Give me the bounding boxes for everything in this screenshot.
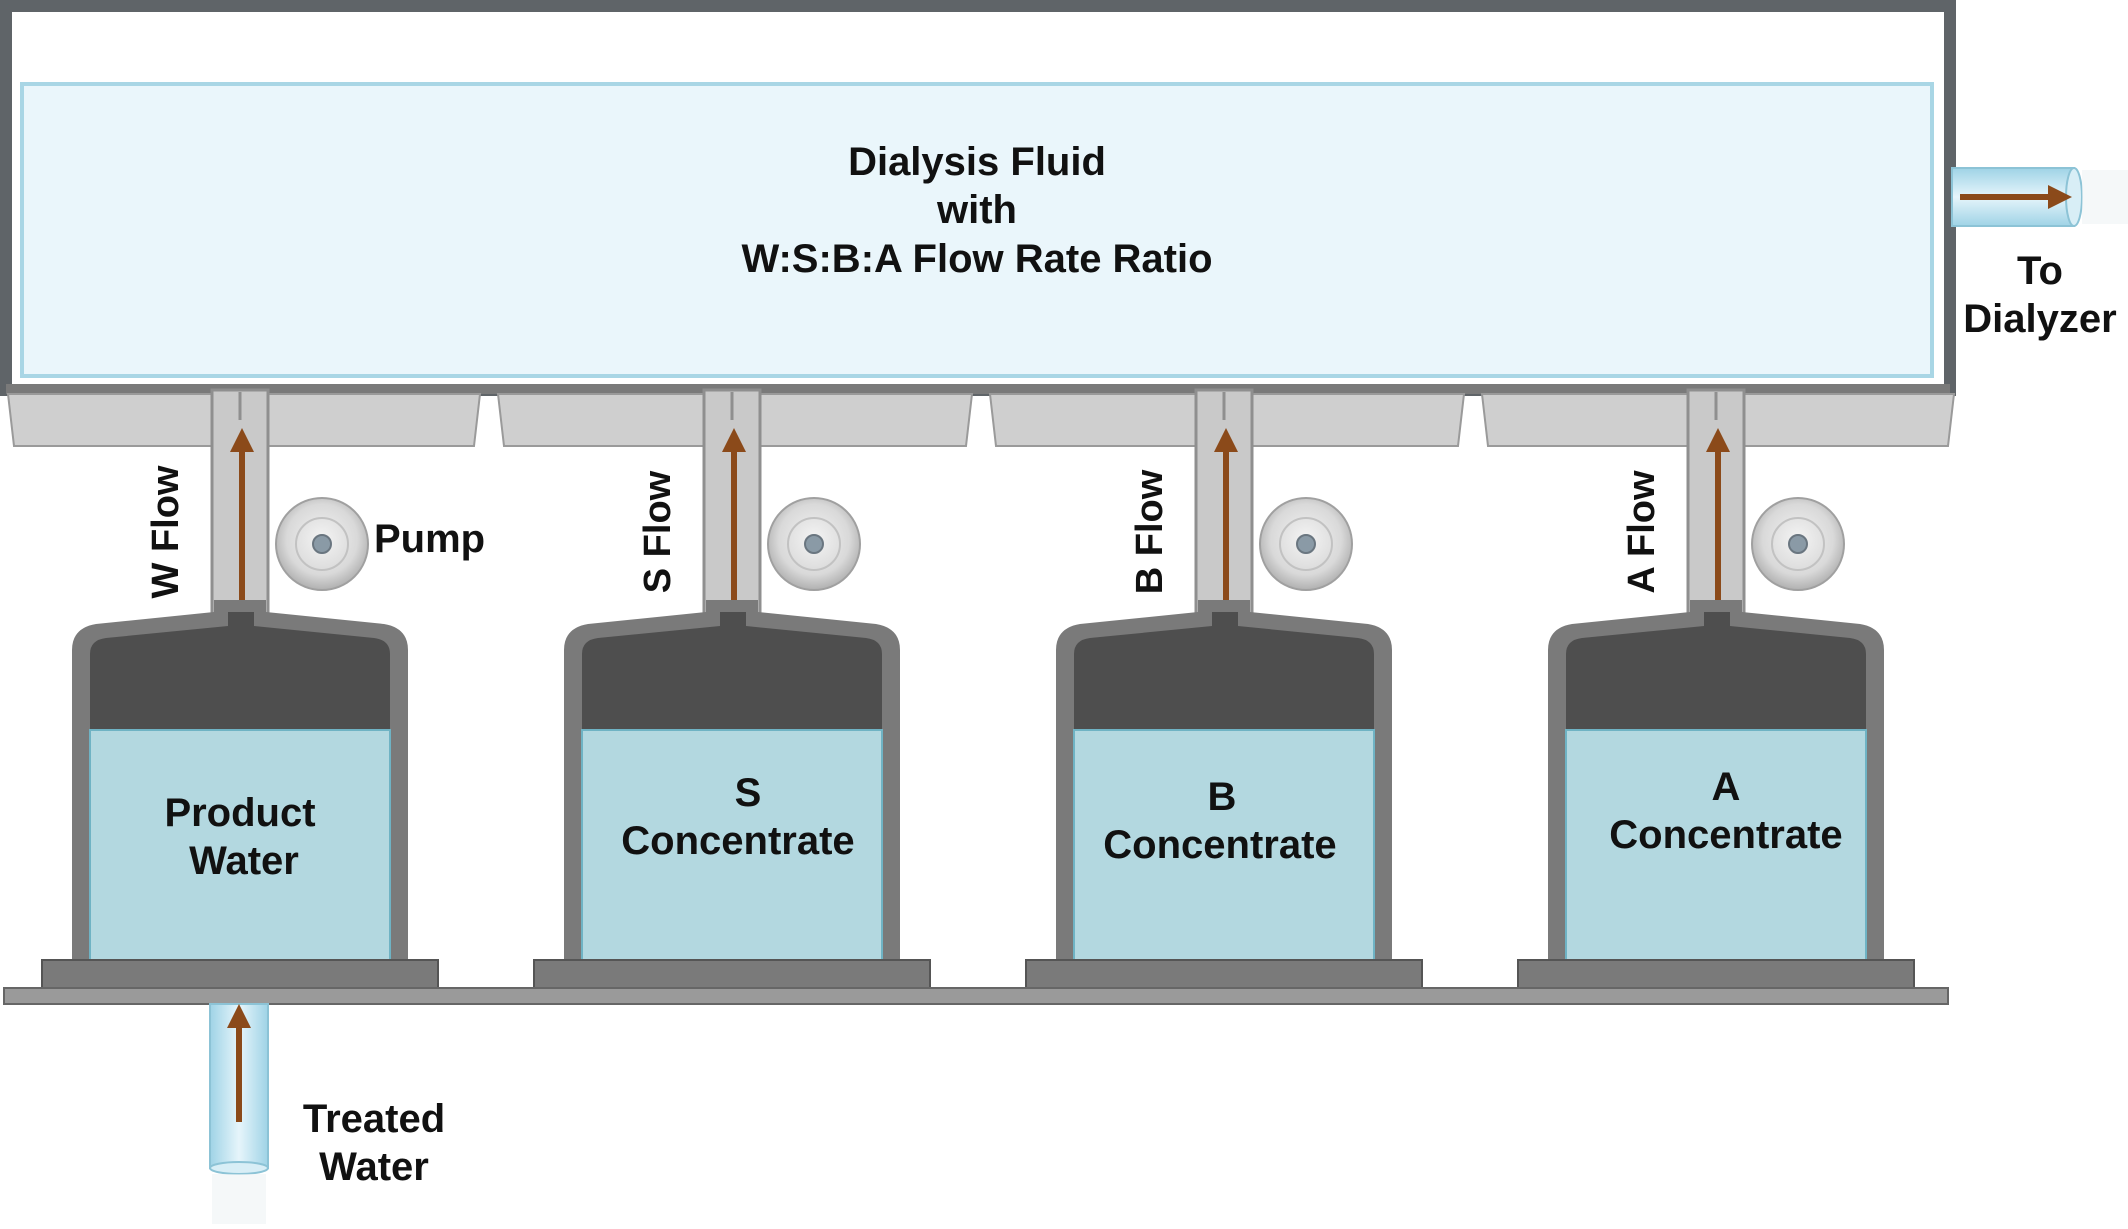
flow-label: B Flow	[1129, 469, 1171, 594]
inlet-tube	[209, 1003, 269, 1224]
unit-label-line2: Concentrate	[1103, 823, 1336, 867]
unit-b-concentrate: B Concentrate B Flow	[1025, 388, 1423, 989]
liquid-a-concentrate	[1565, 729, 1867, 961]
outlet-label-line2: Dialyzer	[1963, 297, 2116, 341]
tank-label-line1: Dialysis Fluid	[848, 140, 1106, 184]
pump-icon	[1751, 497, 1845, 591]
unit-label-line1: S	[735, 771, 762, 815]
inlet-label-line1: Treated	[303, 1097, 445, 1141]
unit-product-water: Product Water W Flow	[41, 388, 439, 989]
inlet-label-line2: Water	[319, 1145, 429, 1189]
liquid-b-concentrate	[1073, 729, 1375, 961]
pump-icon	[767, 497, 861, 591]
container-base	[1517, 959, 1915, 989]
tank-label-line2: with	[936, 188, 1017, 232]
container-base	[533, 959, 931, 989]
container-base	[41, 959, 439, 989]
outlet-label-line1: To	[2017, 249, 2063, 293]
unit-label-line1: B	[1208, 775, 1237, 819]
unit-label-line2: Water	[189, 839, 299, 883]
unit-a-concentrate: A Concentrate A Flow	[1517, 388, 1915, 989]
mixing-tank: Dialysis Fluid with W:S:B:A Flow Rate Ra…	[0, 0, 1956, 396]
container-base	[1025, 959, 1423, 989]
outlet-tube	[1951, 167, 2128, 227]
unit-label-line2: Concentrate	[621, 819, 854, 863]
tank-label-line3: W:S:B:A Flow Rate Ratio	[741, 237, 1212, 281]
pump-icon	[275, 497, 369, 591]
unit-label-line2: Concentrate	[1609, 813, 1842, 857]
liquid-s-concentrate	[581, 729, 883, 961]
tank-support-shelf	[6, 384, 1956, 447]
base-platform	[3, 987, 1949, 1005]
pump-icon	[1259, 497, 1353, 591]
unit-s-concentrate: S Concentrate S Flow	[533, 388, 931, 989]
flow-label: A Flow	[1621, 470, 1663, 594]
unit-label-line1: Product	[164, 791, 315, 835]
flow-label: W Flow	[145, 465, 187, 598]
unit-label-line1: A	[1712, 765, 1741, 809]
dialysis-fluid	[20, 82, 1934, 378]
flow-label: S Flow	[637, 470, 679, 593]
pump-label: Pump	[374, 517, 485, 561]
